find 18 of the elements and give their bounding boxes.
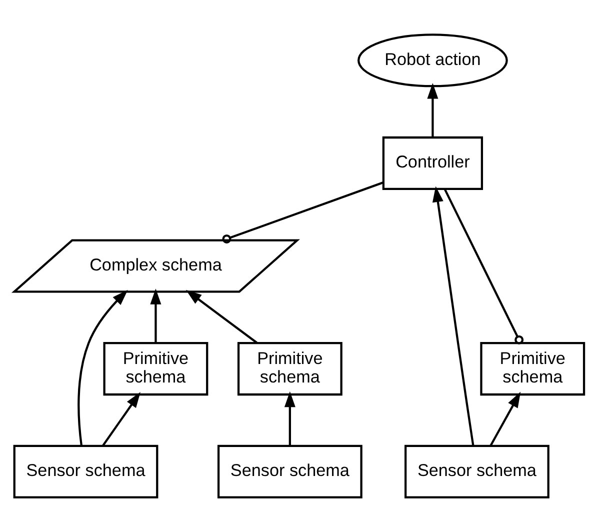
arrow: [150, 288, 162, 342]
arrow: [186, 289, 258, 344]
node-box: Sensor schema: [404, 444, 550, 498]
node-ellipse: Robot action: [358, 33, 508, 87]
node-box: Primitive schema: [480, 342, 586, 396]
arrow: [78, 289, 128, 446]
connector: [444, 188, 524, 344]
node-box: Sensor schema: [217, 444, 362, 498]
connector: [222, 181, 384, 243]
node-box: Sensor schema: [13, 444, 158, 498]
arrow: [102, 391, 140, 446]
node-box: Primitive schema: [103, 342, 208, 396]
arrow: [432, 186, 474, 446]
node-box: Controller: [382, 136, 484, 190]
node-box: Primitive schema: [237, 342, 342, 396]
arrow: [490, 391, 521, 446]
arrow: [427, 82, 438, 137]
arrow: [284, 390, 296, 445]
